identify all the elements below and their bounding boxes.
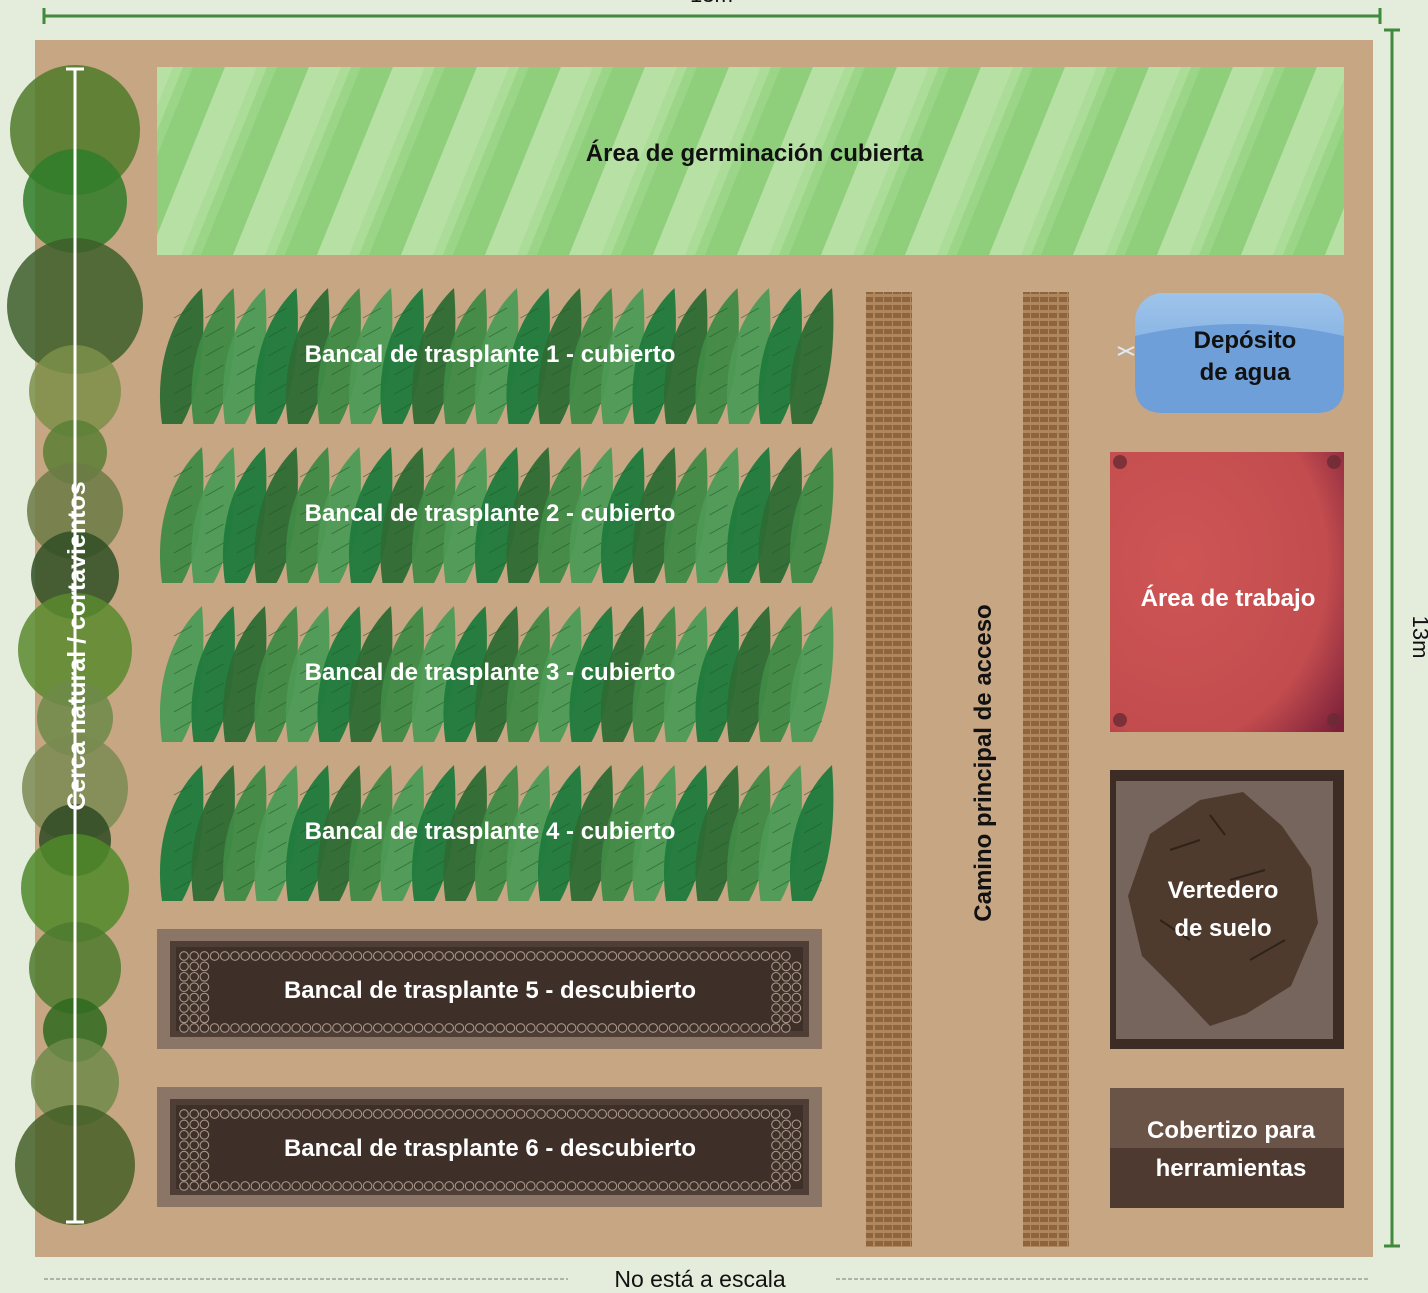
water-tank-label-line1: Depósito [1193, 327, 1297, 354]
width-dimension [42, 8, 1382, 24]
bed-6-label: Bancal de trasplante 6 - descubierto [283, 1135, 697, 1162]
soil-dump [1110, 770, 1344, 1049]
water-tank-label-line2: de agua [1199, 359, 1291, 386]
tool-shed-label-line1: Cobertizo para [1146, 1117, 1316, 1144]
raised-bed-5 [157, 929, 822, 1049]
bed-1-label: Bancal de trasplante 1 - cubierto [304, 341, 676, 368]
seed-dots [179, 951, 802, 1033]
seed-dots [179, 1109, 802, 1191]
work-area-label: Área de trabajo [1140, 585, 1316, 612]
bed-5-label: Bancal de trasplante 5 - descubierto [283, 977, 697, 1004]
bed-2-label: Bancal de trasplante 2 - cubierto [304, 500, 676, 527]
width-label: 13m [690, 0, 733, 8]
hedge-line [66, 67, 84, 1224]
water-tank [1117, 293, 1344, 413]
soil-dump-label-line1: Vertedero [1167, 877, 1279, 904]
leaf-bed-1 [159, 288, 834, 424]
leaf-bed-4 [159, 765, 834, 901]
bed-3-label: Bancal de trasplante 3 - cubierto [304, 659, 676, 686]
tool-shed [1110, 1088, 1344, 1208]
not-to-scale-note: No está a escala [614, 1266, 786, 1292]
raised-bed-6 [157, 1087, 822, 1207]
main-path-label: Camino principal de acceso [970, 604, 997, 922]
height-label: 13m [1408, 615, 1428, 659]
work-area [1110, 452, 1344, 732]
path-track-left [866, 292, 912, 1247]
leaf-bed-3 [159, 606, 834, 742]
hedge-label: Cerca natural / cortavientos [63, 481, 91, 811]
tool-shed-label-line2: herramientas [1155, 1155, 1307, 1182]
path-track-right [1023, 292, 1069, 1247]
germination-area [157, 67, 1344, 255]
germination-area-label: Área de germinación cubierta [585, 140, 924, 167]
leaf-bed-2 [159, 447, 834, 583]
bed-4-label: Bancal de trasplante 4 - cubierto [304, 818, 676, 845]
faucet-icon [1117, 346, 1135, 356]
height-dimension [1384, 28, 1400, 1248]
soil-dump-label-line2: de suelo [1174, 915, 1272, 942]
covered-beds [159, 288, 834, 901]
